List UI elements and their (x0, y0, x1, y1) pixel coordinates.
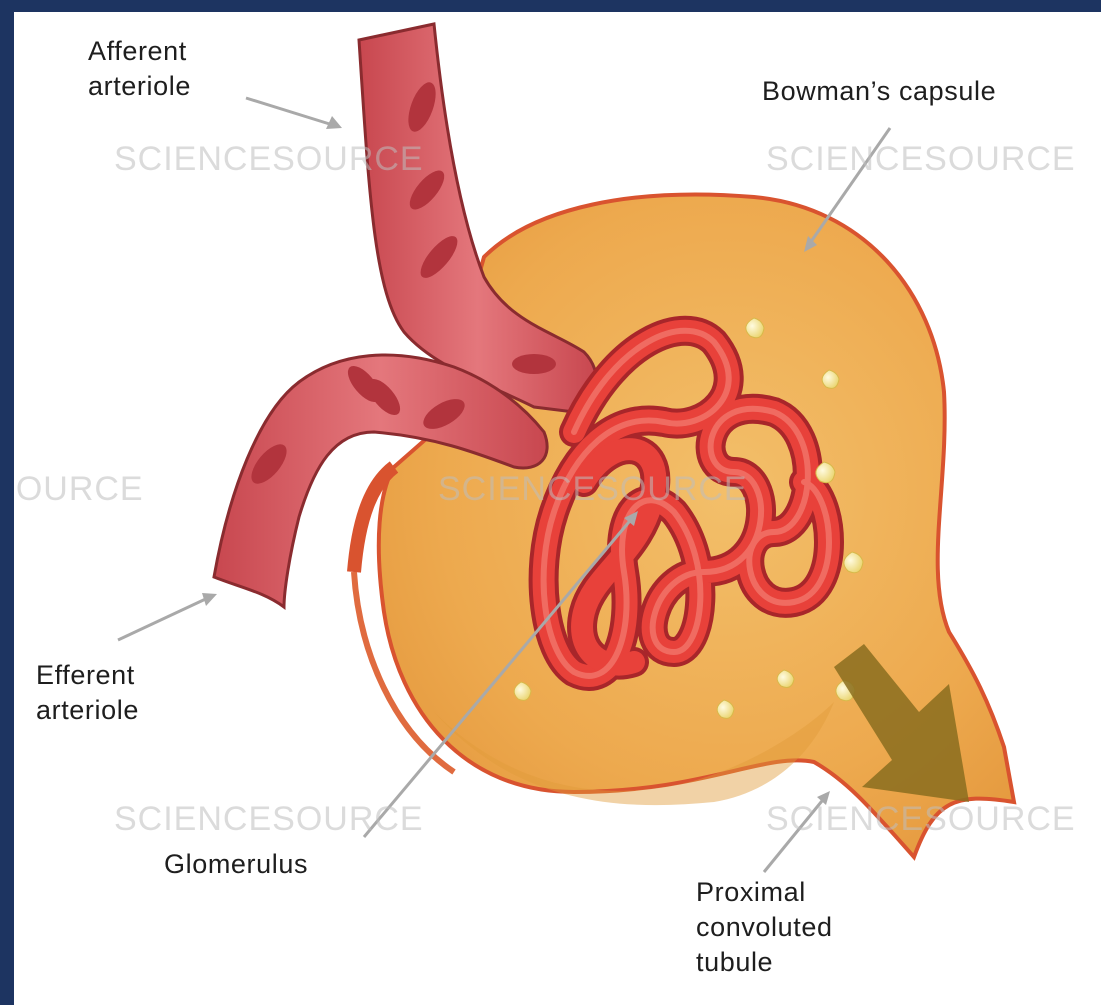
glomerulus-label: Glomerulus (164, 847, 308, 882)
efferent-leader-line (118, 596, 212, 640)
bowmans-capsule-label: Bowman’s capsule (762, 74, 996, 109)
watermark: SCIENCESOURCE (114, 140, 424, 179)
efferent-arteriole-label: Efferent arteriole (36, 658, 139, 728)
proximal-tubule-label: Proximal convoluted tubule (696, 875, 833, 980)
watermark: SCIENCESOURCE (766, 800, 1076, 839)
watermark: SCIENCESOURCE (14, 470, 144, 509)
afferent-arteriole-label: Afferent arteriole (88, 34, 191, 104)
diagram-canvas: SCIENCESOURCE SCIENCESOURCE SCIENCESOURC… (14, 12, 1101, 1005)
watermark: SCIENCESOURCE (438, 470, 748, 509)
watermark: SCIENCESOURCE (766, 140, 1076, 179)
watermark: SCIENCESOURCE (114, 800, 424, 839)
afferent-leader-line (246, 98, 336, 126)
